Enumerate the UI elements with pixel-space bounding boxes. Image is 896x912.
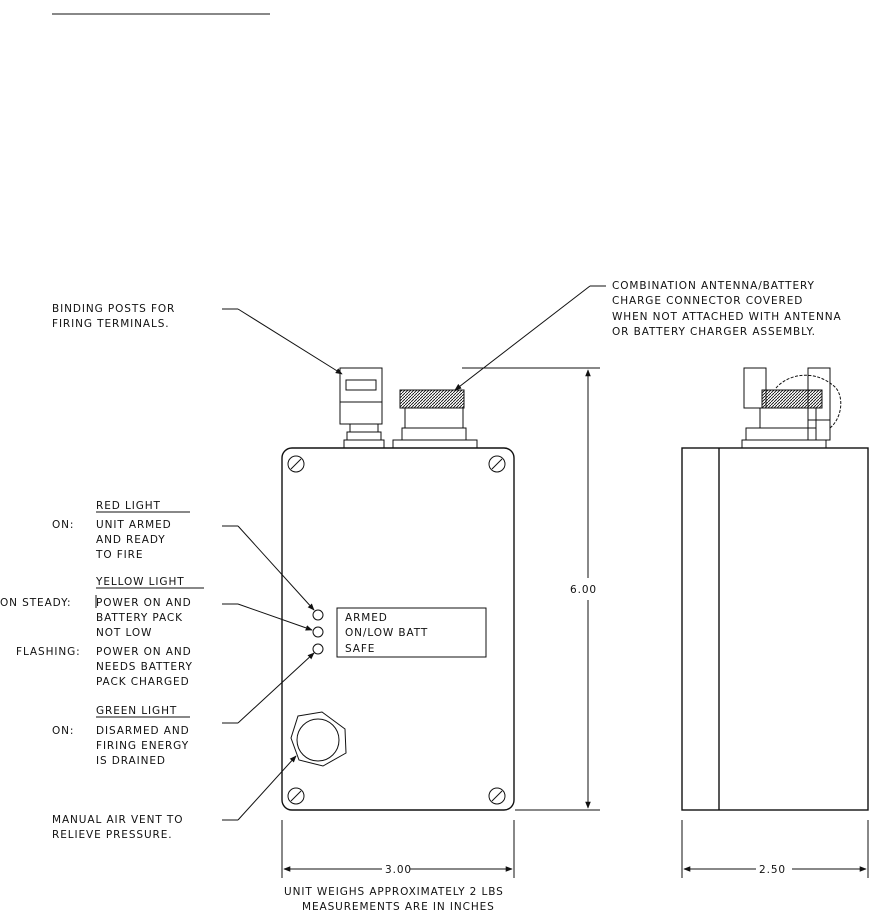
- svg-text:DISARMED AND: DISARMED AND: [96, 725, 190, 737]
- side-view: [681, 367, 869, 811]
- callout-connector: COMBINATION ANTENNA/BATTERY CHARGE CONNE…: [454, 280, 842, 391]
- svg-text:GREEN LIGHT: GREEN LIGHT: [96, 705, 177, 717]
- svg-text:FIRING TERMINALS.: FIRING TERMINALS.: [52, 318, 170, 330]
- svg-text:NOT LOW: NOT LOW: [96, 627, 152, 639]
- height-dimension: 6.00: [570, 584, 597, 596]
- svg-text:BATTERY PACK: BATTERY PACK: [96, 612, 183, 624]
- svg-text:OR BATTERY CHARGER ASSEMBLY.: OR BATTERY CHARGER ASSEMBLY.: [612, 326, 816, 338]
- svg-text:UNIT WEIGHS APPROXIMATELY 2 LB: UNIT WEIGHS APPROXIMATELY 2 LBS: [284, 886, 504, 898]
- panel-on-low-batt: ON/LOW BATT: [345, 627, 428, 639]
- svg-text:NEEDS BATTERY: NEEDS BATTERY: [96, 661, 193, 673]
- screw-icon: [287, 455, 506, 805]
- svg-text:UNIT ARMED: UNIT ARMED: [96, 519, 172, 531]
- side-body: [681, 447, 869, 811]
- air-vent-icon: [290, 711, 347, 767]
- svg-text:AND READY: AND READY: [96, 534, 166, 546]
- red-light-icon: [312, 609, 324, 621]
- width-dimension: 3.00: [385, 864, 412, 876]
- svg-text:RED LIGHT: RED LIGHT: [96, 500, 161, 512]
- green-light-icon: [312, 643, 324, 655]
- panel-safe: SAFE: [345, 643, 375, 655]
- antenna-connector: [392, 389, 478, 449]
- callout-yellow-light: YELLOW LIGHT ON STEADY: POWER ON AND BAT…: [0, 576, 313, 688]
- svg-text:ON STEADY:: ON STEADY:: [0, 597, 71, 609]
- svg-text:CHARGE CONNECTOR COVERED: CHARGE CONNECTOR COVERED: [612, 295, 803, 307]
- svg-text:FLASHING:: FLASHING:: [16, 646, 81, 658]
- binding-post: [339, 367, 385, 449]
- callout-air-vent: MANUAL AIR VENT TO RELIEVE PRESSURE.: [52, 755, 297, 841]
- svg-text:ON:: ON:: [52, 519, 74, 531]
- svg-text:BINDING POSTS FOR: BINDING POSTS FOR: [52, 303, 175, 315]
- yellow-light-icon: [312, 626, 324, 638]
- svg-text:COMBINATION ANTENNA/BATTERY: COMBINATION ANTENNA/BATTERY: [612, 280, 815, 292]
- svg-text:POWER ON AND: POWER ON AND: [96, 646, 192, 658]
- footer-notes: UNIT WEIGHS APPROXIMATELY 2 LBS MEASUREM…: [284, 886, 504, 912]
- callout-red-light: RED LIGHT ON: UNIT ARMED AND READY TO FI…: [52, 500, 315, 611]
- callout-binding-posts: BINDING POSTS FOR FIRING TERMINALS.: [52, 303, 343, 375]
- svg-text:MANUAL AIR VENT TO: MANUAL AIR VENT TO: [52, 814, 183, 826]
- svg-text:IS DRAINED: IS DRAINED: [96, 755, 166, 767]
- svg-text:TO FIRE: TO FIRE: [95, 549, 143, 561]
- callout-green-light: GREEN LIGHT ON: DISARMED AND FIRING ENER…: [52, 652, 315, 767]
- svg-text:POWER ON AND: POWER ON AND: [96, 597, 192, 609]
- status-panel: [336, 607, 487, 658]
- front-view: ARMED ON/LOW BATT SAFE: [281, 367, 515, 811]
- svg-text:PACK CHARGED: PACK CHARGED: [96, 676, 190, 688]
- svg-text:FIRING ENERGY: FIRING ENERGY: [96, 740, 189, 752]
- panel-armed: ARMED: [345, 612, 388, 624]
- svg-text:WHEN NOT ATTACHED WITH ANTENNA: WHEN NOT ATTACHED WITH ANTENNA: [612, 311, 842, 323]
- cap-chain-icon: [775, 374, 842, 429]
- svg-text:YELLOW LIGHT: YELLOW LIGHT: [95, 576, 185, 588]
- depth-dimension: 2.50: [759, 864, 786, 876]
- svg-text:ON:: ON:: [52, 725, 74, 737]
- dimensions: 6.00 3.00 2.50: [281, 367, 869, 878]
- svg-text:MEASUREMENTS ARE IN INCHES: MEASUREMENTS ARE IN INCHES: [302, 901, 495, 912]
- svg-text:RELIEVE PRESSURE.: RELIEVE PRESSURE.: [52, 829, 173, 841]
